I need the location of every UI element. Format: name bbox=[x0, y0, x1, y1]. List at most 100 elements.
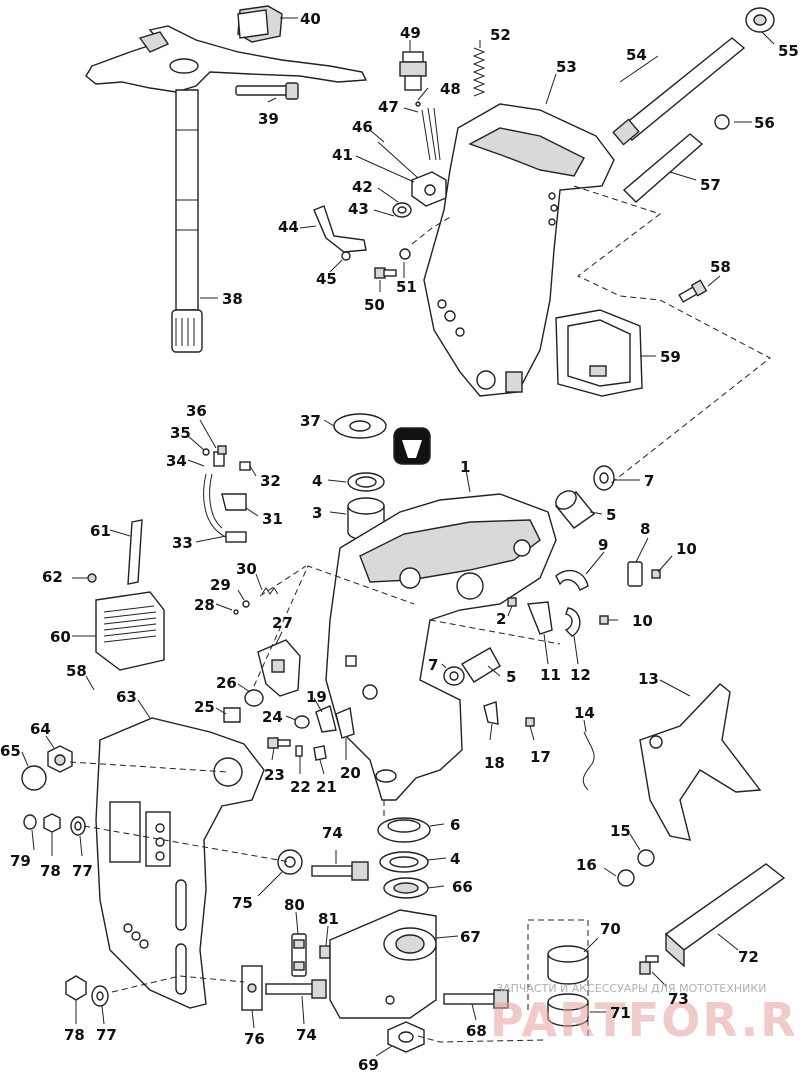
part-55-nut bbox=[745, 7, 775, 33]
part-2-screw bbox=[507, 597, 517, 607]
label-78-upper: 78 bbox=[40, 862, 61, 880]
label-50: 50 bbox=[364, 296, 385, 314]
label-10-lower: 10 bbox=[632, 612, 653, 630]
label-26: 26 bbox=[216, 674, 237, 692]
label-21: 21 bbox=[316, 778, 337, 796]
label-19: 19 bbox=[306, 688, 327, 706]
label-56: 56 bbox=[754, 114, 775, 132]
part-7-washer-upper bbox=[593, 465, 615, 491]
part-8-bracket bbox=[627, 561, 643, 587]
part-24-washer bbox=[294, 715, 310, 729]
label-4-lower: 4 bbox=[450, 850, 460, 868]
label-5-mid: 5 bbox=[506, 668, 516, 686]
part-11-clip bbox=[527, 601, 553, 635]
part-labels: 40 49 52 53 54 55 39 48 47 56 46 57 41 4… bbox=[0, 10, 799, 1074]
part-16-bushing bbox=[617, 869, 635, 887]
label-45: 45 bbox=[316, 270, 337, 288]
part-27-lever bbox=[257, 639, 301, 697]
part-60-cover-plate bbox=[95, 591, 165, 671]
part-22-pin bbox=[295, 745, 303, 757]
label-27: 27 bbox=[272, 614, 293, 632]
part-52-spring bbox=[472, 47, 486, 97]
label-72: 72 bbox=[738, 948, 759, 966]
label-11: 11 bbox=[540, 666, 561, 684]
label-13: 13 bbox=[638, 670, 659, 688]
label-58-upper: 58 bbox=[710, 258, 731, 276]
label-77-upper: 77 bbox=[72, 862, 93, 880]
part-18-clip bbox=[483, 701, 499, 725]
part-19-lever bbox=[315, 705, 337, 733]
label-20: 20 bbox=[340, 764, 361, 782]
label-62: 62 bbox=[42, 568, 63, 586]
part-14-spring bbox=[582, 731, 595, 791]
part-13-tilt-plate bbox=[639, 683, 762, 841]
part-1-swivel-bracket bbox=[325, 493, 557, 801]
label-48: 48 bbox=[440, 80, 461, 98]
part-81-screw bbox=[319, 945, 331, 959]
watermark-top-text: ЗАПЧАСТИ И АКСЕССУАРЫ ДЛЯ МОТОТЕХНИКИ bbox=[496, 982, 766, 995]
part-77-washer bbox=[70, 816, 86, 836]
label-8: 8 bbox=[640, 520, 650, 538]
label-51: 51 bbox=[396, 278, 417, 296]
part-6-bearing bbox=[377, 817, 431, 843]
label-22: 22 bbox=[290, 778, 311, 796]
label-76: 76 bbox=[244, 1030, 265, 1048]
part-74-bolt-lower bbox=[265, 979, 327, 999]
label-23: 23 bbox=[264, 766, 285, 784]
part-34-harness bbox=[202, 445, 251, 543]
leader-lines bbox=[21, 17, 775, 1057]
label-58-lower: 58 bbox=[66, 662, 87, 680]
part-17-screw bbox=[525, 717, 535, 727]
label-2: 2 bbox=[496, 610, 506, 628]
label-24: 24 bbox=[262, 708, 283, 726]
grease-symbol bbox=[393, 427, 431, 465]
part-45-washer bbox=[341, 251, 351, 261]
label-64: 64 bbox=[30, 720, 51, 738]
label-14: 14 bbox=[574, 704, 595, 722]
part-58-bolt-upper bbox=[678, 279, 708, 303]
label-49: 49 bbox=[400, 24, 421, 42]
part-56-ring bbox=[714, 114, 730, 130]
part-44-link bbox=[313, 205, 367, 253]
part-54-rod bbox=[612, 37, 746, 146]
part-39-bolt bbox=[235, 82, 299, 100]
label-81: 81 bbox=[318, 910, 339, 928]
part-23-screw bbox=[267, 737, 291, 749]
part-43-spring-clip bbox=[392, 202, 412, 218]
part-20-link bbox=[335, 707, 355, 739]
label-34: 34 bbox=[166, 452, 187, 470]
label-32: 32 bbox=[260, 472, 281, 490]
label-5-upper: 5 bbox=[606, 506, 616, 524]
part-76-plate bbox=[241, 965, 263, 1011]
label-28: 28 bbox=[194, 596, 215, 614]
part-50-screw bbox=[374, 248, 411, 279]
part-73-screw bbox=[639, 955, 659, 975]
label-61: 61 bbox=[90, 522, 111, 540]
label-6: 6 bbox=[450, 816, 460, 834]
label-36: 36 bbox=[186, 402, 207, 420]
label-71: 71 bbox=[610, 1004, 631, 1022]
part-78-nut-lower bbox=[65, 975, 87, 1001]
label-40: 40 bbox=[300, 10, 321, 28]
part-69-nut bbox=[387, 1021, 425, 1053]
part-37-washer bbox=[333, 413, 387, 439]
label-33: 33 bbox=[172, 534, 193, 552]
part-4-ring bbox=[347, 472, 385, 492]
part-41-sensor bbox=[377, 141, 447, 207]
label-47: 47 bbox=[378, 98, 399, 116]
label-29: 29 bbox=[210, 576, 231, 594]
label-12: 12 bbox=[570, 666, 591, 684]
label-53: 53 bbox=[556, 58, 577, 76]
label-15: 15 bbox=[610, 822, 631, 840]
part-75-washer bbox=[277, 849, 303, 875]
part-72-pad bbox=[664, 863, 786, 968]
label-17: 17 bbox=[530, 748, 551, 766]
label-57: 57 bbox=[700, 176, 721, 194]
label-30: 30 bbox=[236, 560, 257, 578]
part-4-ring-lower bbox=[379, 851, 429, 873]
label-78-lower: 78 bbox=[64, 1026, 85, 1044]
part-47-wires bbox=[415, 101, 441, 161]
part-30-spring bbox=[233, 587, 279, 615]
label-25: 25 bbox=[194, 698, 215, 716]
